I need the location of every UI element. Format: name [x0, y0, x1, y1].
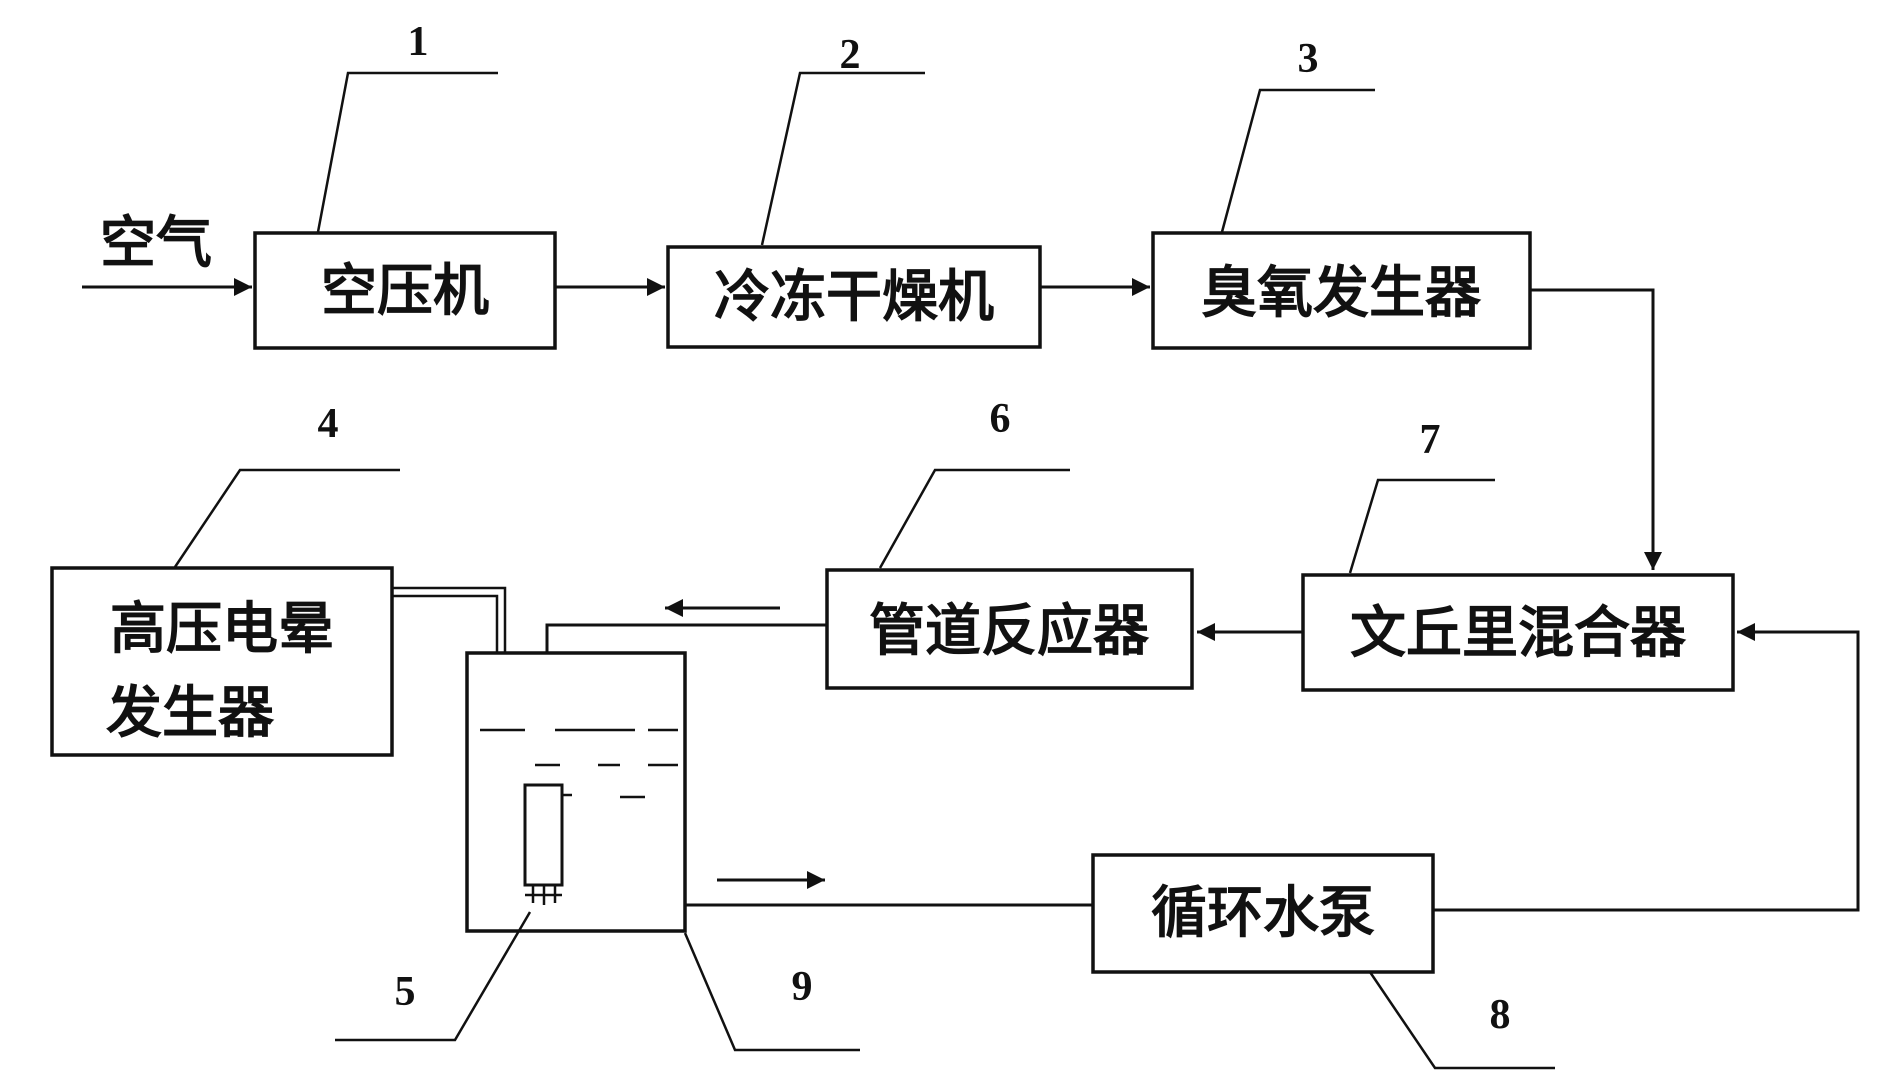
callout-8: 8 [1368, 971, 1555, 1070]
arrow-pump-to-venturi [1433, 623, 1860, 912]
callout-5: 5 [335, 911, 532, 1042]
corona-electrode [523, 783, 564, 905]
callout-2-number: 2 [840, 32, 861, 78]
callout-4-number: 4 [318, 401, 339, 447]
box-venturi-mixer: 文丘里混合器 [1301, 573, 1735, 692]
box-dryer: 冷冻干燥机 [666, 245, 1042, 349]
callout-6-number: 6 [990, 396, 1011, 442]
callout-1: 1 [316, 19, 498, 233]
callout-7-number: 7 [1420, 417, 1441, 463]
callout-5-number: 5 [395, 969, 416, 1015]
box-compressor: 空压机 [253, 231, 557, 350]
box-corona-generator-label-line2: 发生器 [106, 680, 275, 746]
box-ozone-generator-label: 臭氧发生器 [1201, 260, 1482, 326]
box-circulation-pump: 循环水泵 [1091, 853, 1435, 974]
water-tank [465, 651, 687, 933]
arrow-ozone-to-venturi [1530, 288, 1662, 570]
callout-3: 3 [1220, 36, 1375, 233]
box-venturi-mixer-label: 文丘里混合器 [1350, 600, 1687, 666]
callout-3-number: 3 [1298, 36, 1319, 82]
callout-8-number: 8 [1490, 992, 1511, 1038]
callout-7: 7 [1348, 417, 1495, 574]
callout-6: 6 [878, 396, 1070, 569]
box-circulation-pump-label: 循环水泵 [1151, 880, 1375, 946]
callout-4: 4 [173, 401, 400, 568]
box-corona-generator: 高压电晕 发生器 [50, 566, 394, 757]
callout-1-number: 1 [408, 19, 429, 65]
box-compressor-label: 空压机 [321, 258, 489, 324]
box-pipeline-reactor: 管道反应器 [825, 568, 1194, 690]
box-ozone-generator: 臭氧发生器 [1151, 231, 1532, 350]
box-dryer-label: 冷冻干燥机 [714, 264, 994, 330]
callout-9-number: 9 [792, 964, 813, 1010]
input-label-air: 空气 [100, 210, 212, 276]
callout-9: 9 [683, 932, 860, 1052]
box-corona-generator-label-line1: 高压电晕 [110, 596, 334, 662]
callout-2: 2 [760, 32, 925, 246]
box-pipeline-reactor-label: 管道反应器 [869, 598, 1150, 664]
